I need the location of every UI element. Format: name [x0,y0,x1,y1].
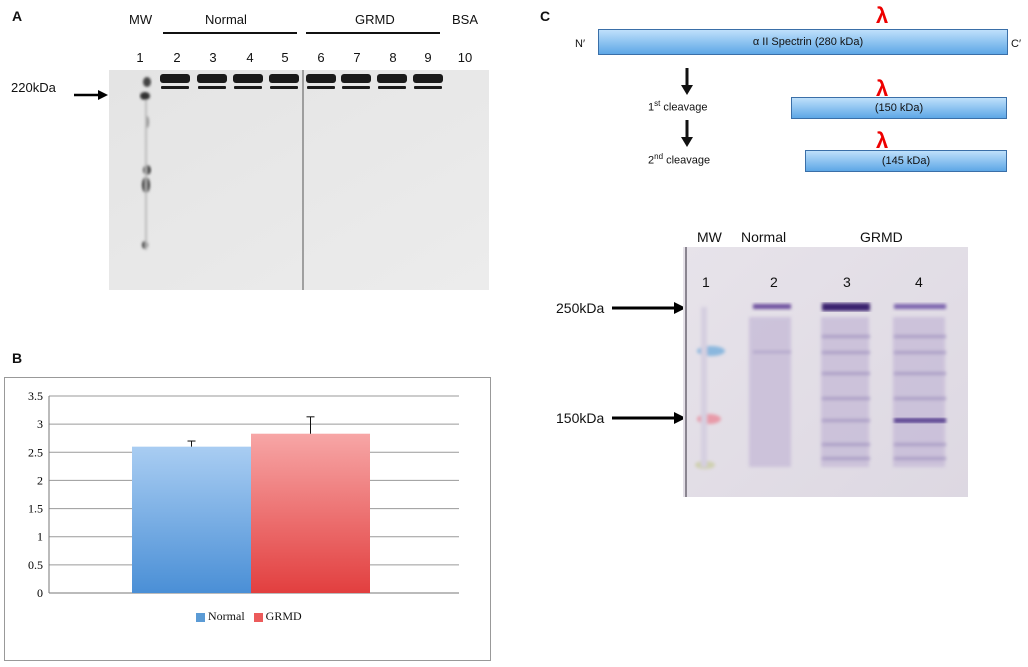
panel-b-legend: Normal GRMD [196,609,302,624]
cleavage-2-text: cleavage [663,154,711,167]
y-tick-label: 1 [37,530,43,544]
full-protein-bar: α II Spectrin (280 kDa) [598,29,1008,55]
fragment-150-bar: (150 kDa) [791,97,1007,119]
panel-a-gel-image [109,70,489,290]
y-tick-label: 2.5 [28,445,43,459]
n-terminus-label: N′ [575,38,586,50]
y-tick-label: 3.5 [28,389,43,403]
blot-lane-1: 1 [702,274,710,290]
panel-a-lane-1: 1 [136,50,144,65]
blot-grmd-label: GRMD [860,229,903,245]
full-protein-label: α II Spectrin (280 kDa) [752,36,864,48]
panel-a-label: A [12,8,23,24]
blot-mw-label: MW [697,229,722,245]
lambda-1: λ [876,3,889,28]
panel-a-lane-4: 4 [246,50,254,65]
panel-a-grmd-line [306,32,440,34]
fragment-145-label: (145 kDa) [881,155,931,167]
fragment-150-label: (150 kDa) [874,102,924,114]
blot-lane-4: 4 [915,274,923,290]
cleavage-1-label: 1st cleavage [648,99,707,114]
legend-normal-label: Normal [208,609,245,623]
blot-membrane-image [683,247,968,497]
panel-a-lane-2: 2 [173,50,181,65]
bar-grmd [251,433,370,593]
panel-a-lane-10: 10 [457,50,473,65]
arrow-down-2 [681,120,693,147]
blot-lane-2: 2 [770,274,778,290]
panel-a-lane-3: 3 [209,50,217,65]
c-terminus-label: C′ [1011,38,1022,50]
panel-a-lane-6: 6 [317,50,325,65]
y-tick-label: 1.5 [28,502,43,516]
legend-grmd-swatch [253,612,263,622]
panel-a-marker-220: 220kDa [11,80,56,95]
panel-a-lane-9: 9 [424,50,432,65]
panel-b-label: B [12,350,23,366]
blot-lane-3: 3 [843,274,851,290]
panel-a-lane-8: 8 [389,50,397,65]
panel-a-normal-label: Normal [205,12,247,27]
panel-a-mw-label: MW [129,12,153,27]
panel-a-normal-line [163,32,297,34]
arrow-down-1 [681,68,693,95]
y-tick-label: 3 [37,417,43,431]
blot-marker-250-arrow [612,302,686,314]
y-tick-label: 0.5 [28,558,43,572]
panel-c-label: C [540,8,551,24]
cleavage-1-text: cleavage [660,101,708,114]
blot-marker-150-arrow [612,412,686,424]
y-tick-label: 2 [37,473,43,487]
cleavage-2-label: 2nd cleavage [648,152,710,167]
panel-a-lane-5: 5 [281,50,289,65]
lambda-2: λ [876,76,889,101]
panel-a-grmd-label: GRMD [355,12,395,27]
cleavage-1-sup: st [654,99,661,108]
legend-grmd-label: GRMD [265,609,302,623]
blot-marker-150: 150kDa [556,410,605,426]
panel-a-bsa-label: BSA [452,12,479,27]
blot-marker-250: 250kDa [556,300,605,316]
legend-normal-swatch [196,612,205,622]
bar-normal [132,446,251,593]
cleavage-2-num: 2 [648,154,655,167]
fragment-145-bar: (145 kDa) [805,150,1007,172]
y-tick-label: 0 [37,586,43,600]
blot-normal-label: Normal [741,229,787,245]
panel-a-marker-arrow [74,90,108,100]
panel-a-lane-7: 7 [353,50,361,65]
cleavage-2-sup: nd [654,152,664,161]
cleavage-1-num: 1 [648,101,655,114]
panel-b-bar-chart: 0 0.5 1 1.5 2 2.5 3 3.5 [4,377,491,661]
lambda-3: λ [876,128,889,153]
